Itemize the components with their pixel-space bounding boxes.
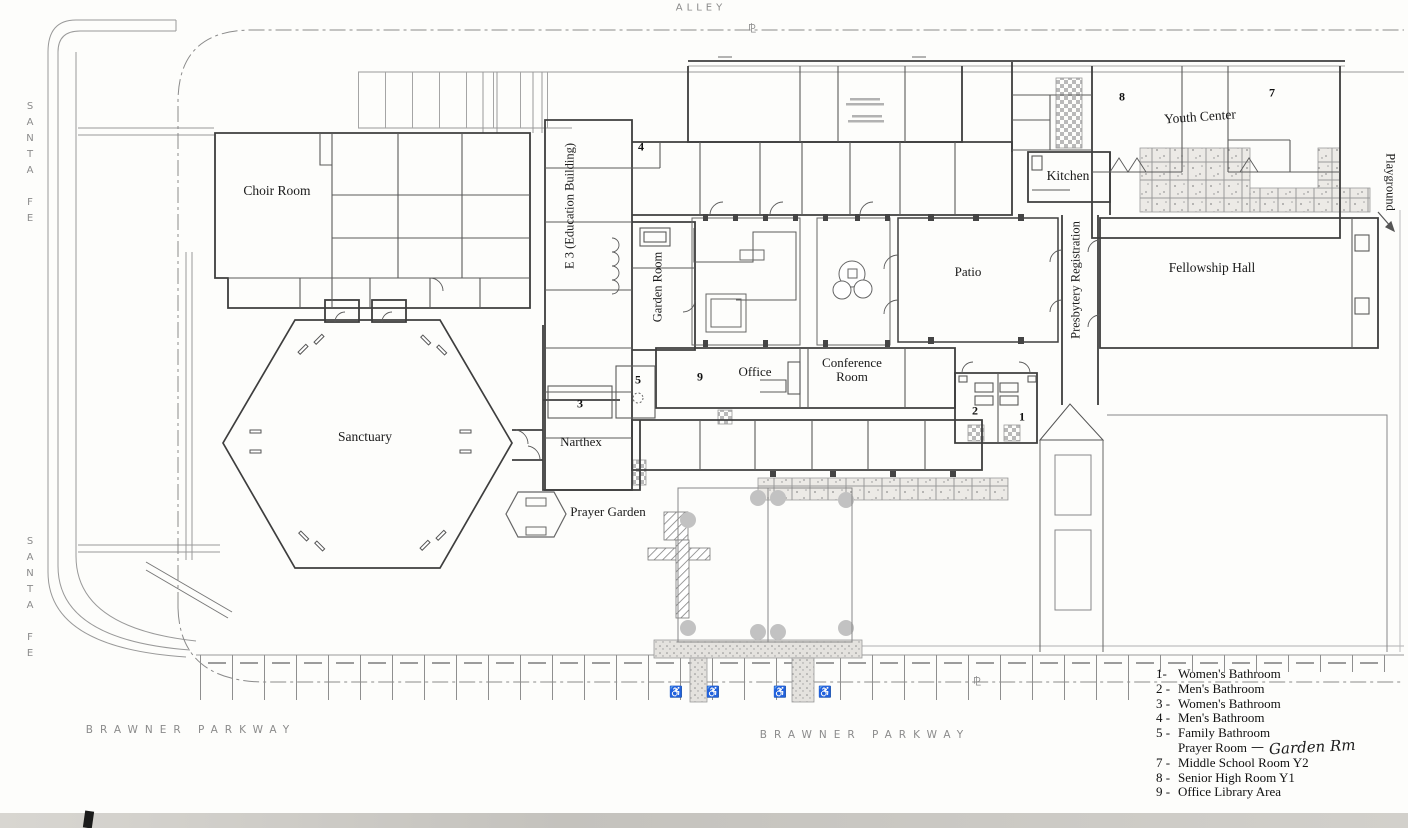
marker-2-mens-bathroom: 2	[972, 403, 978, 418]
columns	[703, 214, 1024, 477]
property-line-symbol-bottom: ⅊	[972, 674, 982, 689]
garden-room-label: Garden Room	[650, 251, 665, 323]
marker-5-family-bathroom: 5	[635, 372, 641, 387]
sanctuary-label: Sanctuary	[338, 429, 392, 444]
legend-num: 8 -	[1156, 769, 1171, 785]
legend-item-7: 7 - Middle School Room Y2	[1156, 755, 1406, 770]
legend-num: 5 -	[1156, 725, 1171, 741]
door-arcs	[334, 157, 1259, 461]
patio-label: Patio	[954, 264, 982, 279]
marker-8-senior-high: 8	[1119, 89, 1125, 104]
legend-label: Prayer Room	[1178, 739, 1247, 755]
marker-3-womens-bathroom: 3	[577, 396, 583, 411]
legend-label: Family Bathroom	[1178, 725, 1271, 741]
handicap-icon: ♿	[706, 686, 720, 699]
choir-room-label: Choir Room	[243, 183, 311, 198]
playground-label: Playground	[1383, 153, 1398, 211]
conference-room-label-line1: Conference	[822, 355, 882, 370]
marker-4-mens-bathroom: 4	[638, 139, 644, 154]
legend-label: Senior High Room Y1	[1178, 769, 1295, 785]
conference-room-label-line2: Room	[836, 369, 868, 384]
partitions	[228, 66, 1370, 470]
legend-num: 2 -	[1156, 680, 1171, 696]
legend-item-2: 2 - Men's Bathroom	[1156, 681, 1406, 696]
legend-item-9: 9 - Office Library Area	[1156, 784, 1406, 799]
legend-num: 4 -	[1156, 710, 1171, 726]
santa-fe-street-label-lower: SANTA FE	[24, 536, 36, 664]
prayer-garden-label: Prayer Garden	[570, 504, 646, 519]
legend-num: 3 -	[1156, 695, 1171, 711]
legend-item-8: 8 - Senior High Room Y1	[1156, 770, 1406, 785]
handicap-icon: ♿	[818, 686, 832, 699]
legend-num: 9 -	[1156, 784, 1171, 800]
handicap-icon: ♿	[773, 686, 787, 699]
marker-1-womens-bathroom: 1	[1019, 409, 1025, 424]
legend-handwritten-note: Garden Rm	[1268, 735, 1356, 759]
legend-label: Men's Bathroom	[1178, 710, 1265, 726]
legend-label: Women's Bathroom	[1178, 695, 1281, 711]
santa-fe-street-label-upper: SANTA FE	[24, 101, 36, 229]
legend-item-1: 1- Women's Bathroom	[1156, 666, 1406, 681]
kitchen-label: Kitchen	[1046, 168, 1090, 183]
legend-label: Middle School Room Y2	[1178, 754, 1309, 770]
legend-label: Office Library Area	[1178, 784, 1281, 800]
legend-item-5: 5 - Family Bathroom	[1156, 725, 1406, 740]
parking-stalls	[200, 72, 1392, 707]
playground-arrow-icon	[1377, 211, 1396, 233]
sanctuary-ticks	[249, 333, 472, 552]
legend: 1- Women's Bathroom 2 - Men's Bathroom 3…	[1156, 666, 1406, 799]
planting-blobs	[680, 490, 854, 640]
conference-room-label: Conference Room	[822, 356, 882, 384]
legend-item-prayer-room: Prayer Room — Garden Rm	[1156, 735, 1406, 759]
legend-item-3: 3 - Women's Bathroom	[1156, 696, 1406, 711]
scan-edge-artifact	[0, 813, 1408, 828]
education-building-label: E 3 (Education Building)	[562, 142, 577, 270]
legend-item-4: 4 - Men's Bathroom	[1156, 710, 1406, 725]
illegible-notes	[718, 56, 926, 123]
narthex-label: Narthex	[560, 434, 602, 449]
legend-num: 7 -	[1156, 754, 1171, 770]
fellowship-hall-label: Fellowship Hall	[1168, 260, 1256, 275]
brawner-parkway-label-left: BRAWNER PARKWAY	[85, 724, 297, 736]
marker-7-middle-school: 7	[1269, 85, 1275, 100]
property-line-symbol-top: ⅊	[747, 21, 757, 36]
marker-9-office-library: 9	[697, 369, 703, 384]
legend-label: Women's Bathroom	[1178, 666, 1281, 681]
brawner-parkway-label-right: BRAWNER PARKWAY	[759, 729, 971, 741]
legend-num: 1-	[1156, 666, 1167, 681]
handicap-icon: ♿	[669, 686, 683, 699]
courtyard-details	[525, 217, 1388, 652]
presbytery-registration-label: Presbytery Registration	[1068, 221, 1083, 339]
office-label: Office	[738, 364, 772, 379]
alley-street-label: ALLEY	[675, 2, 727, 14]
legend-label: Men's Bathroom	[1178, 680, 1265, 696]
legend-dash: —	[1250, 739, 1264, 755]
